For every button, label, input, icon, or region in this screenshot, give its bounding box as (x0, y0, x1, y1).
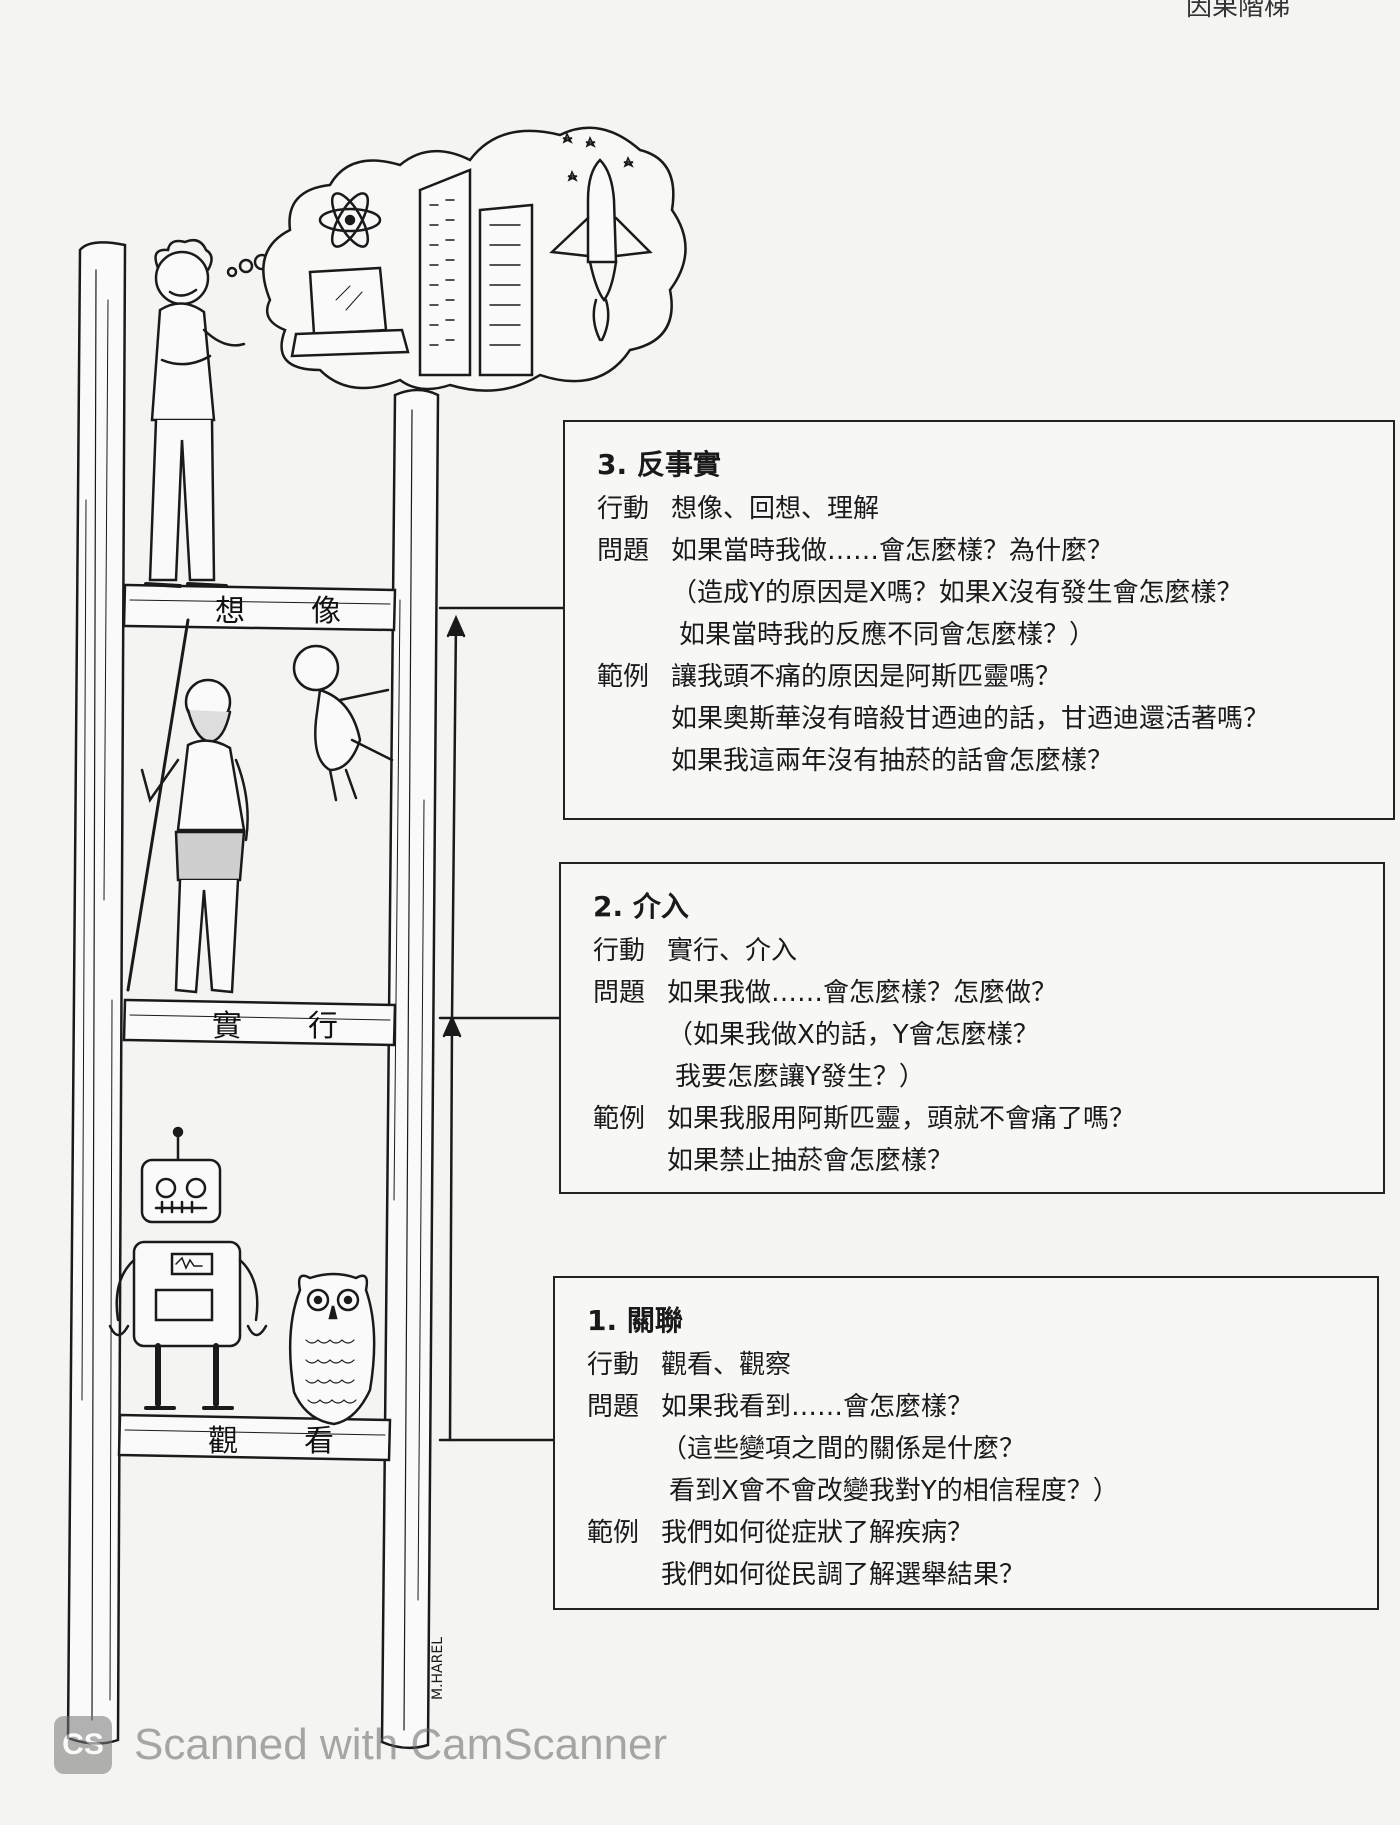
question-line: 如果當時我的反應不同會怎麼樣？） (679, 620, 1096, 650)
example-key: 範例 (587, 1518, 640, 1548)
example-line: 我們如何從症狀了解疾病？ (661, 1518, 974, 1548)
action-key: 行動 (593, 936, 646, 966)
question-line: 我要怎麼讓Y發生？） (675, 1062, 925, 1092)
box-title: 2. 介入 (593, 890, 689, 923)
question-key: 問題 (597, 536, 650, 566)
robot-icon (108, 1126, 268, 1410)
action-row: 行動 觀看、觀察 (587, 1344, 1347, 1386)
association-box: 1. 關聯 行動 觀看、觀察 問題 如果我看到……會怎麼樣？ （這些變項之間的關… (553, 1276, 1379, 1610)
action-key: 行動 (587, 1350, 640, 1380)
ladder-right-rail (380, 388, 440, 1750)
question-line: 如果當時我做……會怎麼樣？為什麼？ (671, 536, 1114, 566)
watermark-text: Scanned with CamScanner (134, 1720, 668, 1769)
action-key: 行動 (597, 494, 650, 524)
rung-bottom (117, 1413, 392, 1462)
question-key: 問題 (587, 1392, 640, 1422)
arrow-up-icon (448, 1018, 454, 1442)
page-header: 因果階梯 (1185, 0, 1290, 22)
action-row: 行動 實行、介入 (593, 930, 1353, 972)
building-icon (418, 168, 534, 377)
star-icon (562, 132, 634, 182)
action-text: 想像、回想、理解 (671, 494, 880, 524)
question-line: （如果我做X的話，Y會怎麼樣？ (667, 1020, 1039, 1050)
example-row: 範例 讓我頭不痛的原因是阿斯匹靈嗎？ 如果奧斯華沒有暗殺甘迺迪的話，甘迺迪還活著… (597, 656, 1363, 782)
rung-label-do: 實 行 (212, 1009, 356, 1044)
owl-icon (288, 1272, 376, 1426)
question-row: 問題 如果當時我做……會怎麼樣？為什麼？ （造成Y的原因是X嗎？如果X沒有發生會… (597, 530, 1363, 656)
camscanner-logo: CS (54, 1716, 112, 1774)
rung-middle (122, 998, 397, 1047)
rung-label-imagine: 想 像 (215, 594, 359, 629)
action-row: 行動 想像、回想、理解 (597, 488, 1363, 530)
example-line: 我們如何從民調了解選舉結果？ (661, 1560, 1026, 1590)
rung-label-see: 觀 看 (208, 1424, 352, 1459)
baby-figure (292, 644, 394, 802)
example-key: 範例 (593, 1104, 646, 1134)
camscanner-watermark: CS Scanned with CamScanner (54, 1716, 667, 1774)
question-line: （這些變項之間的關係是什麼？ (661, 1434, 1026, 1464)
rocket-icon (549, 158, 653, 342)
example-row: 範例 如果我服用阿斯匹靈，頭就不會痛了嗎？ 如果禁止抽菸會怎麼樣？ (593, 1098, 1353, 1182)
example-key: 範例 (597, 662, 650, 692)
box-title: 3. 反事實 (597, 448, 721, 481)
thinker-figure (144, 239, 271, 588)
artist-signature: M.HAREL (430, 1636, 446, 1700)
counterfactual-box: 3. 反事實 行動 想像、回想、理解 問題 如果當時我做……會怎麼樣？為什麼？ … (563, 420, 1395, 820)
example-line: 如果禁止抽菸會怎麼樣？ (667, 1146, 954, 1176)
arrow-up-icon (446, 614, 466, 638)
example-row: 範例 我們如何從症狀了解疾病？ 我們如何從民調了解選舉結果？ (587, 1512, 1347, 1596)
action-text: 實行、介入 (667, 936, 798, 966)
question-row: 問題 如果我做……會怎麼樣？怎麼做？ （如果我做X的話，Y會怎麼樣？ 我要怎麼讓… (593, 972, 1353, 1098)
intervention-box: 2. 介入 行動 實行、介入 問題 如果我做……會怎麼樣？怎麼做？ （如果我做X… (559, 862, 1385, 1194)
box-title: 1. 關聯 (587, 1304, 683, 1337)
caveman-figure (126, 618, 249, 994)
example-line: 讓我頭不痛的原因是阿斯匹靈嗎？ (671, 662, 1062, 692)
example-line: 如果我這兩年沒有抽菸的話會怎麼樣？ (671, 746, 1114, 776)
example-line: 如果我服用阿斯匹靈，頭就不會痛了嗎？ (667, 1104, 1136, 1134)
example-line: 如果奧斯華沒有暗殺甘迺迪的話，甘迺迪還活著嗎？ (671, 704, 1270, 734)
ladder-left-rail (66, 241, 127, 1745)
rung-top (122, 583, 397, 632)
atom-icon (318, 192, 382, 248)
question-key: 問題 (593, 978, 646, 1008)
action-text: 觀看、觀察 (661, 1350, 792, 1380)
question-line: 看到X會不會改變我對Y的相信程度？） (669, 1476, 1119, 1506)
question-row: 問題 如果我看到……會怎麼樣？ （這些變項之間的關係是什麼？ 看到X會不會改變我… (587, 1386, 1347, 1512)
question-line: 如果我看到……會怎麼樣？ (661, 1392, 974, 1422)
laptop-icon (290, 266, 410, 358)
question-line: 如果我做……會怎麼樣？怎麼做？ (667, 978, 1058, 1008)
question-line: （造成Y的原因是X嗎？如果X沒有發生會怎麼樣？ (671, 578, 1243, 608)
